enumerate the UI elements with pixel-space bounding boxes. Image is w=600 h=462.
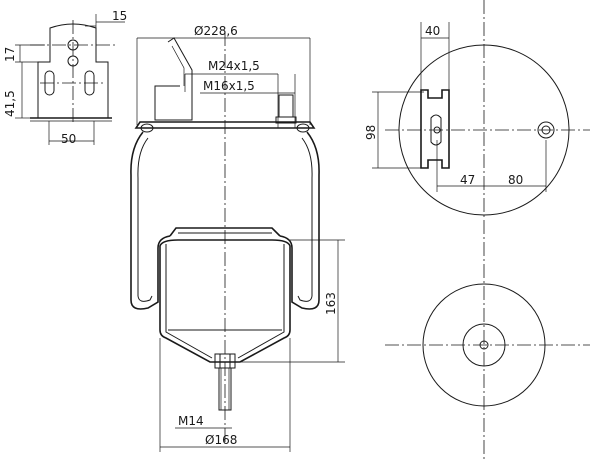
dim-piston-diameter: Ø168 [205, 433, 237, 447]
dim-plate-bracket-height: 98 [364, 125, 378, 140]
dim-plate-offset-top: 40 [425, 24, 440, 38]
dim-bracket-offset: 15 [112, 9, 127, 23]
dim-stud-thread: M16x1,5 [203, 79, 255, 93]
dim-bottom-stud-thread: M14 [178, 414, 204, 428]
dim-bracket-hole-height: 17 [3, 47, 17, 62]
air-spring-side-view: Ø228,6 M24x1,5 M16x1,5 [130, 24, 345, 452]
bracket-detail: 15 17 41,5 50 [3, 9, 127, 146]
dim-plate-offset-left: 47 [460, 173, 475, 187]
dim-plate-offset-right: 80 [508, 173, 523, 187]
dim-air-fitting-thread: M24x1,5 [208, 59, 260, 73]
dim-top-plate-diameter: Ø228,6 [194, 24, 238, 38]
dim-bracket-width: 50 [61, 132, 76, 146]
top-view: 40 98 47 80 [364, 0, 590, 462]
dim-bracket-height: 41,5 [3, 90, 17, 117]
bottom-view [385, 283, 590, 407]
dim-piston-height: 163 [324, 292, 338, 315]
